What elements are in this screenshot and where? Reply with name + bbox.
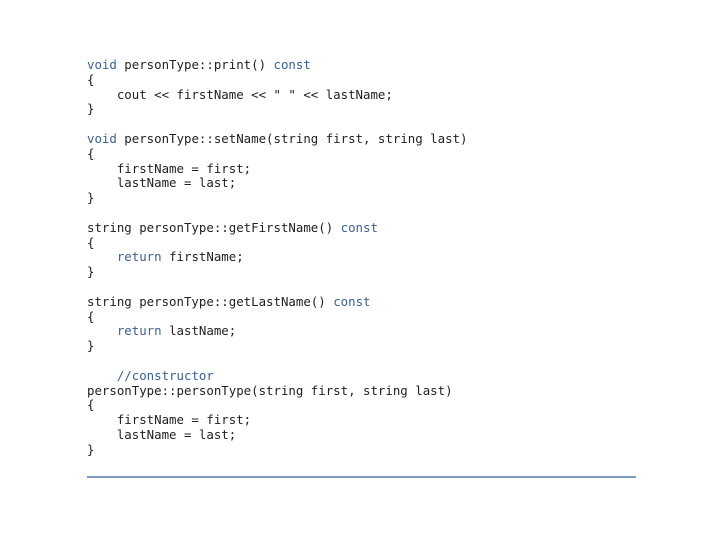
code-line: } (87, 264, 467, 280)
bottom-divider (87, 476, 636, 478)
code-text: cout << firstName << " " << lastName; (87, 86, 393, 102)
code-text: string personType::getLastName() (87, 293, 334, 309)
code-line (87, 354, 467, 369)
code-text: firstName = first; (87, 412, 252, 428)
code-comment: //constructor (116, 367, 214, 383)
code-text: } (87, 264, 95, 280)
code-text: { (87, 397, 95, 413)
code-line: //constructor (87, 367, 467, 384)
code-line: firstName = first; (87, 412, 467, 428)
code-text: { (87, 308, 95, 324)
code-block: void personType::print() const{ cout << … (87, 57, 468, 458)
code-text: firstName = first; (87, 160, 252, 176)
code-line: firstName = first; (87, 160, 467, 177)
code-line: return lastName; (87, 323, 467, 339)
code-keyword: void (87, 130, 117, 146)
code-line: void personType::setName(string first, s… (87, 130, 468, 147)
code-keyword: void (87, 57, 117, 72)
code-line: } (87, 338, 467, 354)
code-text: firstName; (161, 249, 244, 265)
code-text: { (87, 234, 95, 250)
code-text: } (87, 338, 95, 354)
code-line: string personType::getFirstName() const (87, 219, 467, 236)
code-line: string personType::getLastName() const (87, 293, 467, 310)
code-text: personType::print() (116, 57, 274, 72)
code-text: lastName; (161, 323, 237, 339)
code-line: lastName = last; (87, 426, 467, 443)
code-line: lastName = last; (87, 175, 467, 191)
code-text: personType::setName(string first, string… (116, 130, 468, 146)
code-line: return firstName; (87, 249, 467, 265)
code-line (87, 280, 467, 295)
code-line: { (87, 145, 467, 162)
code-text: } (87, 190, 95, 206)
code-keyword: return (116, 249, 162, 265)
code-text: { (87, 71, 95, 87)
code-line: { (87, 71, 467, 88)
code-line: { (87, 308, 467, 325)
code-line (87, 117, 467, 132)
code-line: void personType::print() const (87, 57, 467, 73)
code-text (87, 249, 117, 264)
code-line: personType::personType(string first, str… (87, 382, 467, 399)
code-text: { (87, 145, 95, 161)
code-line: { (87, 397, 467, 413)
code-text: personType::personType(string first, str… (87, 382, 453, 398)
code-text: lastName = last; (87, 426, 237, 442)
code-line: { (87, 234, 467, 251)
code-text: } (87, 101, 95, 117)
code-text: string personType::getFirstName() (87, 219, 341, 235)
code-text: lastName = last; (87, 175, 237, 191)
code-text (87, 323, 117, 338)
code-line: cout << firstName << " " << lastName; (87, 86, 467, 103)
code-line: } (87, 190, 467, 206)
code-text (87, 368, 117, 383)
code-keyword: const (333, 293, 371, 309)
code-keyword: const (273, 57, 311, 72)
code-text: } (87, 441, 95, 457)
code-line: } (87, 101, 467, 117)
code-keyword: return (116, 323, 162, 339)
code-keyword: const (340, 219, 378, 235)
code-line: } (87, 441, 467, 458)
code-line (87, 206, 467, 221)
